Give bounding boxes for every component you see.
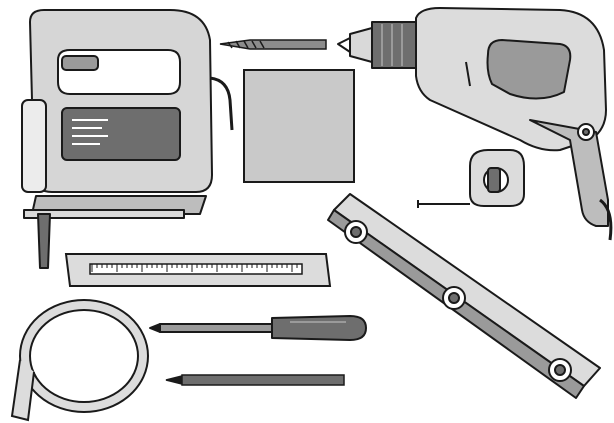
spirit-level-icon — [327, 193, 601, 399]
jigsaw-icon — [21, 9, 234, 269]
pencil-icon — [165, 374, 345, 386]
ruler-icon — [64, 253, 332, 287]
power-drill-icon — [337, 7, 613, 241]
screwdriver-icon — [149, 315, 367, 341]
sandpaper-sheet-icon — [243, 69, 355, 183]
drill-bit-icon — [219, 39, 327, 50]
tape-roll-icon — [10, 299, 149, 422]
tape-measure-icon — [417, 149, 525, 208]
